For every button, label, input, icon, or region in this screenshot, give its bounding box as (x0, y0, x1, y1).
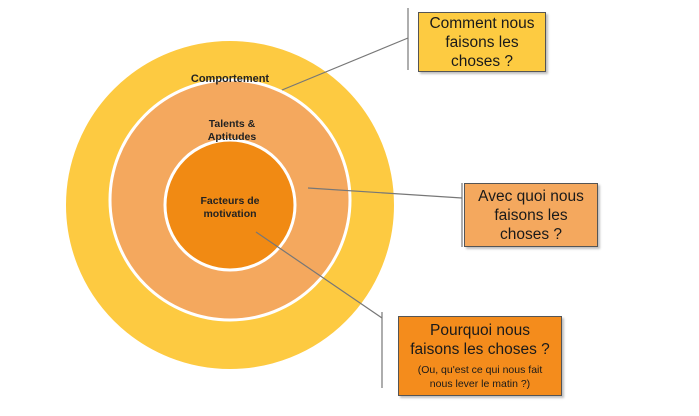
label-line: Aptitudes (208, 131, 257, 143)
label-line: Comportement (191, 73, 270, 85)
callout-how: Comment nous faisons les choses ? (418, 12, 546, 72)
callout-how-text: Comment nous faisons les choses ? (429, 14, 535, 70)
connector-why (255, 231, 383, 319)
callout-with-text: Avec quoi nous faisons les choses ? (478, 187, 584, 243)
label-line: Facteurs de (201, 195, 260, 207)
inner-circle-motivation (163, 138, 297, 272)
connector-how (281, 37, 409, 91)
outer-ring-label: Comportement (191, 73, 270, 85)
callout-why-note: (Ou, qu'est ce qui nous fait nous lever … (417, 364, 543, 390)
label-line: Talents & (209, 118, 256, 130)
callout-why-text: Pourquoi nous faisons les choses ? (410, 322, 550, 358)
callout-why: Pourquoi nous faisons les choses ? (Ou, … (398, 316, 562, 396)
connector-with (307, 187, 463, 199)
middle-ring-label: Talents &Aptitudes (208, 118, 257, 143)
callout-with: Avec quoi nous faisons les choses ? (464, 183, 598, 247)
label-line: motivation (203, 208, 256, 220)
